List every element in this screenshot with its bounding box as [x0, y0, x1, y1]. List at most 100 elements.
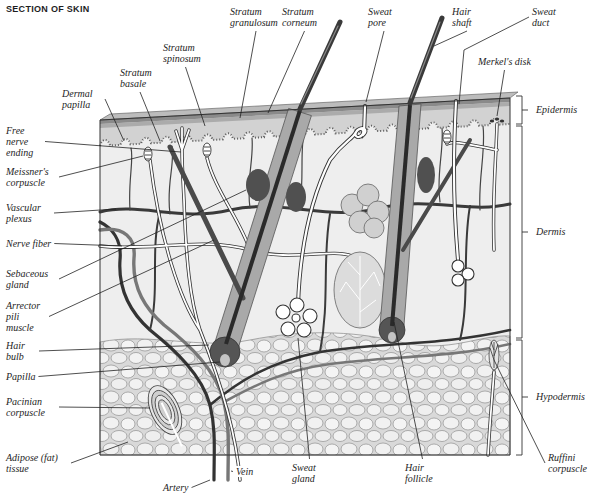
hair-shaft [300, 22, 340, 109]
part-label: Meissner's corpuscle [6, 166, 56, 188]
gland-capillaries [340, 256, 380, 326]
coil-loop [290, 298, 304, 312]
part-label: Adipose (fat) tissue [6, 452, 68, 474]
hair-shaft-highlight [411, 22, 440, 98]
part-label: Artery [163, 482, 189, 493]
hair-follicle-left [170, 108, 311, 367]
diagram-title: SECTION OF SKIN [6, 4, 90, 15]
coil-loop [297, 323, 311, 337]
sweat-gland [276, 101, 474, 337]
coil-loop [292, 314, 300, 322]
vascular-plexus [100, 204, 510, 214]
merkel-cell [500, 120, 504, 123]
leader-line [39, 345, 209, 351]
part-label: Stratum granulosum [230, 6, 282, 28]
artery-branch [210, 330, 510, 405]
part-label: Stratum corneum [282, 6, 327, 28]
arrector-pili [403, 140, 470, 250]
leader-line [394, 322, 423, 459]
vessel-riser [150, 206, 470, 352]
arrector-pili [170, 147, 243, 298]
leader-line [434, 31, 467, 46]
part-label: Pacinian corpuscle [6, 396, 56, 418]
block-outline [100, 98, 510, 455]
part-label: Sweat duct [532, 6, 566, 28]
leader-line [494, 360, 545, 463]
vein-branch [224, 344, 510, 402]
corpuscle-core [162, 403, 182, 447]
blood-vessels [100, 126, 510, 480]
follicle-sheath [380, 104, 421, 325]
gland-lobe [364, 218, 384, 238]
part-label: Papilla [6, 371, 35, 382]
leader-line [38, 362, 220, 377]
layer-label: Epidermis [536, 104, 577, 115]
coil-loop [452, 260, 464, 272]
layer-brackets [516, 96, 528, 455]
leader-line [49, 240, 214, 317]
part-label: Sebaceous gland [6, 268, 56, 290]
coil-loop [303, 309, 317, 323]
sebaceous-gland [246, 169, 270, 201]
leader-line [59, 156, 143, 177]
part-label: Hair shaft [452, 6, 482, 28]
layer-label: Dermis [536, 226, 565, 237]
leader-line [54, 209, 116, 213]
leader-line [192, 480, 210, 488]
part-label: Hair follicle [405, 462, 440, 484]
part-label: Ruffini corpuscle [548, 452, 596, 474]
part-label: Vascular plexus [6, 202, 51, 224]
leader-line [45, 142, 181, 153]
coil-loop [281, 322, 295, 336]
part-label: Free nerve ending [6, 125, 42, 158]
part-label: Dermal papilla [62, 88, 102, 110]
leader-line [140, 92, 160, 141]
dermis-face [100, 119, 510, 455]
dermal-papilla-bulb [220, 354, 230, 366]
hair-root [226, 110, 300, 344]
nerve-core [100, 124, 497, 480]
sebaceous-gland [286, 182, 306, 212]
part-label: Arrector pili muscle [6, 300, 46, 333]
leader-line [71, 442, 128, 463]
leader-line [240, 31, 256, 118]
nerve-fibers [100, 124, 497, 480]
merkel-cell [495, 118, 499, 121]
part-label: Stratum basale [120, 67, 160, 89]
sweat-duct-core [298, 101, 458, 305]
part-label: Stratum spinosum [163, 42, 208, 64]
coil-loop [452, 274, 464, 286]
coil-loop [276, 305, 290, 319]
layer-label: Hypodermis [536, 391, 585, 402]
part-label: Nerve fiber [6, 238, 51, 249]
ruffini-corpuscle [489, 340, 499, 370]
nerve-outline [100, 124, 497, 480]
sweat-duct-outline [298, 101, 458, 305]
follicle-sheath [214, 108, 312, 353]
part-label: Hair bulb [6, 340, 36, 362]
part-label: Merkel's disk [478, 56, 531, 67]
sweat-coil [276, 260, 474, 337]
ruffini-endings [490, 342, 498, 368]
artery [100, 222, 214, 480]
hair-shaft-highlight [301, 26, 338, 104]
leader-line [54, 244, 122, 247]
leader-line [366, 31, 384, 102]
hair-shafts [300, 18, 442, 109]
part-label: Vein [236, 466, 253, 477]
lobed-gland [341, 184, 389, 238]
leader-line [497, 70, 504, 116]
leader-line [105, 99, 124, 141]
hypodermis-fat [100, 333, 510, 455]
vascular-gland [334, 252, 386, 328]
part-label: Sweat pore [368, 6, 400, 28]
part-label: Sweat gland [292, 462, 327, 484]
leader-line [231, 471, 233, 473]
ruffini-capsule [489, 340, 499, 370]
leader-line [59, 407, 150, 408]
merkel-cell [490, 120, 494, 123]
hair-root [392, 105, 410, 326]
